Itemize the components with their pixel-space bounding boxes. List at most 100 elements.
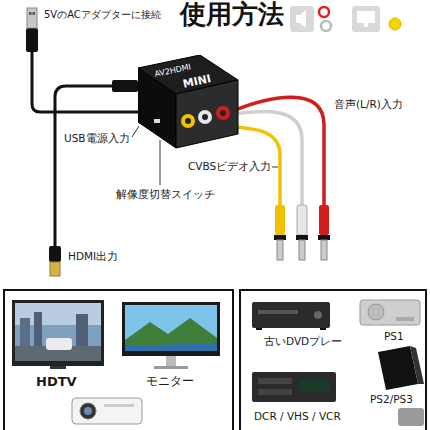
box-face xyxy=(138,68,176,148)
usb-plug xyxy=(26,28,38,52)
rca-plugs xyxy=(274,205,330,260)
ps1-picture xyxy=(360,300,420,325)
top-icons xyxy=(296,10,306,28)
rca-plugs xyxy=(318,235,330,240)
leader-line xyxy=(132,126,139,137)
panel-frame xyxy=(4,290,426,430)
dvd-player-picture xyxy=(252,302,330,330)
vcr-picture xyxy=(252,372,336,402)
ps1-picture xyxy=(360,300,420,325)
dvd-player-picture xyxy=(314,311,322,319)
monitor-picture xyxy=(125,343,217,351)
hdtv-picture xyxy=(34,312,42,348)
rca-plugs xyxy=(274,235,286,240)
hdtv-picture xyxy=(46,338,72,350)
hdtv-picture xyxy=(20,318,30,348)
callout-label: USB電源入力 xyxy=(64,132,130,144)
leader-line xyxy=(160,140,161,185)
callout-label: 音声(L/R)入力 xyxy=(334,98,403,110)
rca-cables xyxy=(228,97,324,205)
rca-jack xyxy=(216,106,230,120)
ps2-picture xyxy=(378,346,424,390)
rca-jack xyxy=(181,114,195,128)
usb-plug xyxy=(29,12,32,15)
projector-picture xyxy=(104,404,134,407)
ps1-picture xyxy=(368,304,384,320)
leader-line xyxy=(272,167,278,168)
usb-plug xyxy=(27,8,37,28)
vcr-picture xyxy=(252,372,336,402)
hdtv-picture xyxy=(12,300,104,369)
rca-plugs xyxy=(275,205,285,235)
usb-cable xyxy=(32,50,138,112)
callout-label: PS1 xyxy=(384,330,404,342)
monitor-picture xyxy=(166,356,176,366)
hdmi-cable xyxy=(55,86,118,246)
rca-plugs xyxy=(299,240,305,260)
hdmi-plug xyxy=(50,262,60,276)
vcr-picture xyxy=(258,378,292,384)
callout-label: DCR / VHS / VCR xyxy=(254,410,341,422)
dvd-player-picture xyxy=(258,310,298,314)
hdmi-plug xyxy=(49,80,138,276)
ps2-picture xyxy=(410,346,424,384)
dvd-player-picture xyxy=(320,328,326,330)
top-icons xyxy=(389,18,401,30)
converter-box: AV2HDMIMINI xyxy=(138,55,239,149)
hdtv-picture xyxy=(12,300,104,366)
console-picture xyxy=(398,408,424,426)
rca-jack xyxy=(185,118,191,124)
callout-label: モニター xyxy=(146,375,194,389)
usb-cable xyxy=(32,50,138,112)
hdmi-plug xyxy=(49,246,61,262)
monitor-picture xyxy=(122,302,220,356)
callout-label: PS2/PS3 xyxy=(370,393,413,405)
rca-jack xyxy=(202,114,208,120)
panel-frame xyxy=(240,290,426,430)
hdmi-plug xyxy=(112,80,138,92)
hdtv-picture xyxy=(50,366,66,369)
callout-label: 古いDVDプレー xyxy=(264,335,342,347)
monitor-picture xyxy=(125,318,217,351)
top-icons xyxy=(290,6,401,32)
rca-plugs xyxy=(321,240,327,260)
monitor-picture xyxy=(122,302,220,369)
callout-label: 5VのACアダプターに接続 xyxy=(44,9,161,21)
ps1-picture xyxy=(396,317,414,321)
rca-plugs xyxy=(296,235,308,240)
top-icons xyxy=(290,6,314,32)
rca-jack xyxy=(220,110,226,116)
projector-picture xyxy=(80,403,96,419)
vcr-picture xyxy=(300,380,330,392)
dvd-player-picture xyxy=(256,328,262,330)
top-icons xyxy=(321,21,331,31)
top-icons xyxy=(364,23,368,27)
usb-plug xyxy=(26,8,38,52)
projector-picture xyxy=(72,398,142,424)
monitor-picture xyxy=(154,366,188,369)
rca-plugs xyxy=(319,205,329,235)
hdtv-picture xyxy=(76,314,88,348)
callout-label: CVBSビデオ入力 xyxy=(188,160,271,172)
monitor-picture xyxy=(125,305,217,351)
rca-plugs xyxy=(277,240,283,260)
usb-plug xyxy=(33,12,36,15)
top-icons xyxy=(357,11,375,23)
hdmi-cable xyxy=(55,86,118,246)
switch-symbol xyxy=(154,119,160,123)
rca-plugs xyxy=(297,205,307,235)
vcr-picture xyxy=(258,389,292,395)
dvd-player-picture xyxy=(252,302,330,328)
callout-label: HDTV xyxy=(36,375,77,390)
heading: 使用方法 xyxy=(180,0,284,30)
projector-picture xyxy=(84,407,92,415)
callout-label: 解像度切替スイッチ xyxy=(116,188,215,200)
callout-label: HDMI出力 xyxy=(68,250,118,262)
projector-picture xyxy=(72,398,142,424)
hdtv-picture xyxy=(15,303,101,361)
rca-jack xyxy=(198,110,212,124)
top-icons xyxy=(352,6,380,32)
panel-frame xyxy=(4,290,233,430)
top-icons xyxy=(319,7,329,17)
